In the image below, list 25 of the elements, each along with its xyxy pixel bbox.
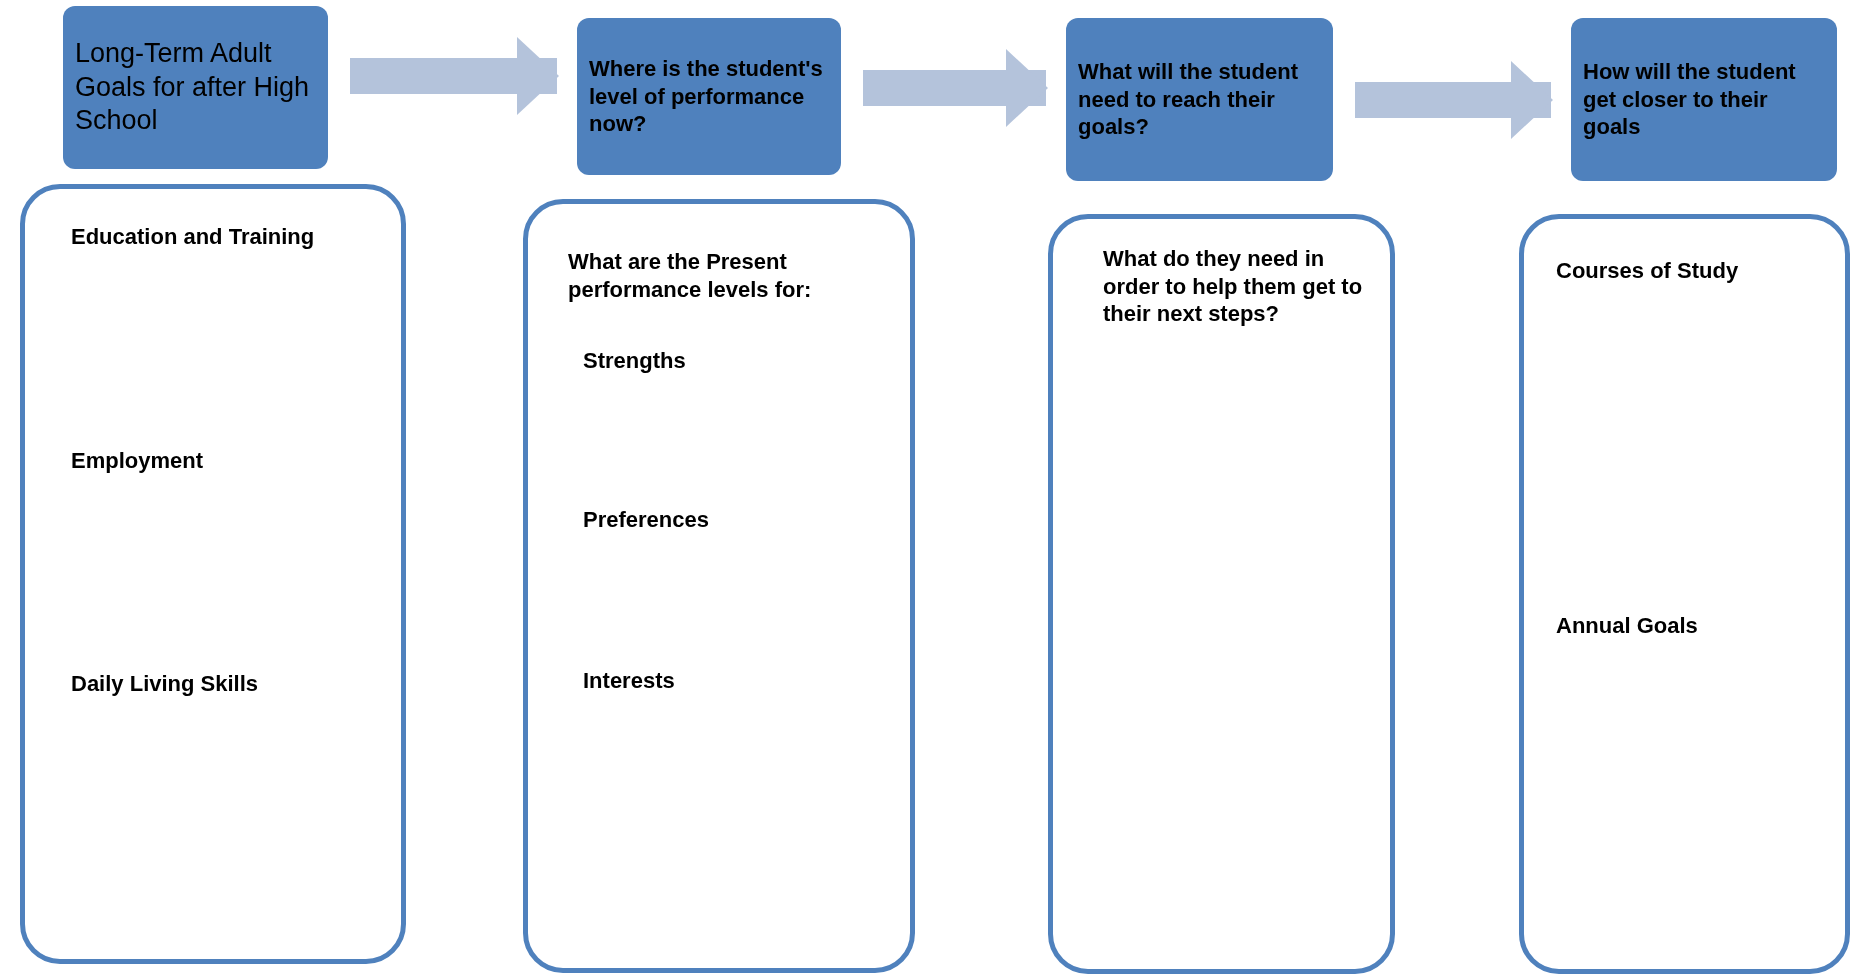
question-box xyxy=(63,6,328,169)
box-heading: Where is the student's level of performance now? xyxy=(589,55,824,138)
block-arrow xyxy=(1355,61,1553,139)
question-box xyxy=(1066,18,1333,181)
block-arrow xyxy=(863,49,1048,127)
rounded-panel xyxy=(1519,214,1850,974)
panel-text: What do they need in order to help them get to their next steps? xyxy=(1103,245,1364,328)
panel-text: Employment xyxy=(71,447,205,475)
box-heading: Long-Term Adult Goals for after High School xyxy=(75,36,311,138)
question-box xyxy=(1571,18,1837,181)
panel-text: Strengths xyxy=(583,347,687,375)
rounded-panel xyxy=(20,184,406,964)
block-arrow xyxy=(350,37,559,115)
panel-text: Annual Goals xyxy=(1556,612,1699,640)
rounded-panel xyxy=(523,199,915,973)
panel-text: Preferences xyxy=(583,506,710,534)
box-heading: How will the student get closer to their goals xyxy=(1583,58,1797,141)
panel-text: What are the Present performance levels for: xyxy=(568,248,813,303)
panel-text: Daily Living Skills xyxy=(71,670,260,698)
panel-text: Courses of Study xyxy=(1556,257,1740,285)
question-box xyxy=(577,18,841,175)
rounded-panel xyxy=(1048,214,1395,974)
box-heading: What will the student need to reach their goals? xyxy=(1078,58,1299,141)
panel-text: Interests xyxy=(583,667,676,695)
panel-text: Education and Training xyxy=(71,223,316,251)
